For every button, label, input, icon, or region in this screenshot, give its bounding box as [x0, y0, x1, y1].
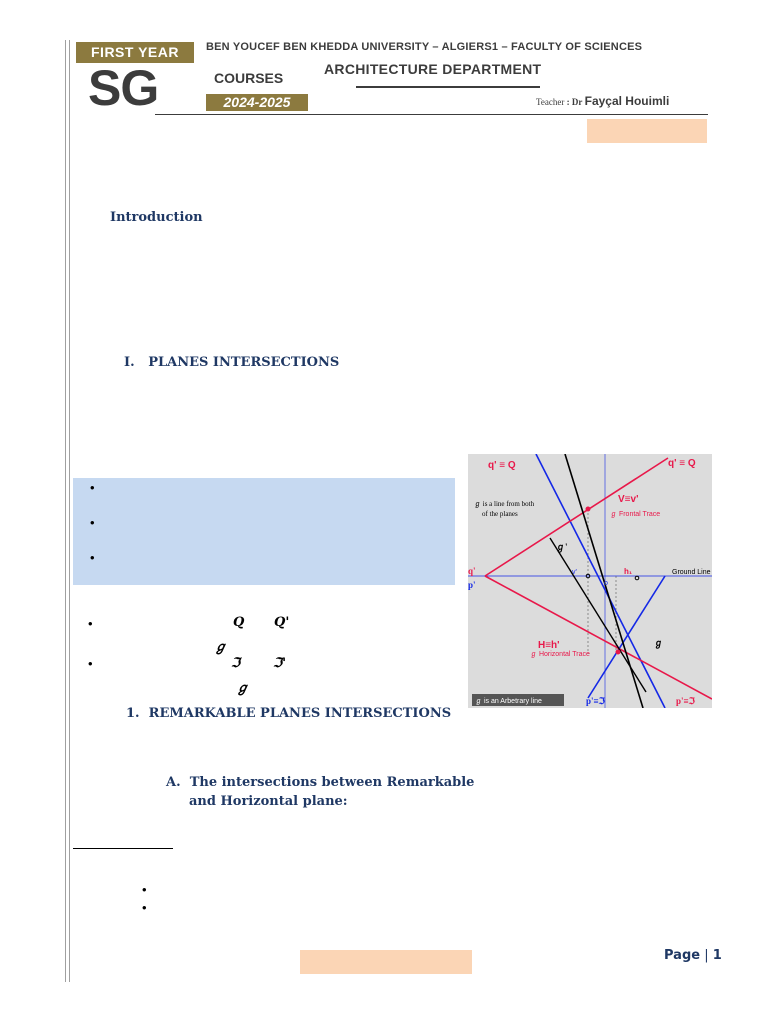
arbitrary-line-caption-bg	[472, 694, 564, 706]
department-underline	[356, 86, 540, 88]
label-q-left: q' ≡ Q	[488, 460, 516, 471]
left-margin-rule	[65, 40, 70, 982]
remark-title: REMARKABLE PLANES INTERSECTIONS	[148, 706, 452, 721]
q-prime-label: q'	[468, 566, 476, 576]
remarkable-planes-heading: 1. REMARKABLE PLANES INTERSECTIONS	[126, 706, 451, 721]
teacher-line: Teacher : Dr Fayçal Houimli	[536, 94, 669, 108]
line-note-2: of the planes	[482, 510, 518, 518]
origin-label: o	[604, 580, 608, 587]
line-g-symbol: ℊ	[236, 681, 250, 696]
frontal-trace-label: ℊ Frontal Trace	[610, 511, 660, 519]
ground-line-label: Ground Line	[672, 569, 711, 576]
blue-plane-trace	[535, 453, 666, 709]
figure-background	[468, 454, 712, 708]
planes-intersection-figure: q' ≡ Q q' ≡ Q ℊ is a line from both of t…	[468, 453, 713, 709]
bullet-marker: •	[88, 656, 93, 671]
red-plane-trace	[484, 457, 669, 577]
g-prime-label: ℊ'	[556, 542, 568, 553]
remark-number: 1.	[126, 706, 140, 721]
bullet-marker: •	[142, 882, 147, 897]
academic-year-badge: 2024-2025	[206, 94, 308, 111]
p-prime-label: p'	[468, 580, 476, 590]
p-bottom-mid-label: p'≡ℑ	[586, 696, 606, 706]
page-number-value: 1	[712, 948, 722, 963]
teacher-separator: :	[564, 97, 572, 107]
bullet-marker: •	[90, 515, 95, 530]
g-label: ℊ	[654, 638, 663, 649]
teacher-name: Fayçal Houimli	[584, 94, 670, 108]
horizontal-trace-label: ℊ Horizontal Trace	[530, 651, 590, 659]
subsection-a-line2: and Horizontal plane:	[189, 794, 348, 809]
first-year-badge: FIRST YEAR	[76, 42, 194, 63]
plane-p-symbol: ℑ	[231, 656, 241, 671]
planes-intersections-heading: I. PLANES INTERSECTIONS	[124, 355, 339, 370]
ground-point	[585, 573, 591, 579]
plane-q-prime-symbol: Q'	[274, 615, 290, 630]
label-q-right: q' ≡ Q	[668, 458, 696, 469]
plane-p-prime-symbol: ℑ'	[273, 656, 287, 671]
department-name: ARCHITECTURE DEPARTMENT	[324, 61, 542, 77]
teacher-title: Dr	[571, 97, 583, 107]
h-small-label: h₁	[624, 567, 633, 576]
bullet-marker: •	[88, 616, 93, 631]
teacher-label: Teacher	[536, 97, 565, 107]
page-number: Page | 1	[664, 948, 722, 963]
bullet-marker: •	[90, 480, 95, 495]
university-name: BEN YOUCEF BEN KHEDDA UNIVERSITY – ALGIE…	[206, 41, 643, 53]
planes-number: I.	[124, 355, 135, 370]
line-g-symbol: ℊ	[214, 640, 228, 655]
page-label: Page	[664, 948, 701, 963]
subsection-a-line1: The intersections between Remarkable	[189, 775, 475, 790]
footer-highlight-box	[300, 950, 472, 974]
header-highlight-box	[587, 119, 707, 143]
introduction-heading: Introduction	[110, 210, 203, 225]
page-separator: |	[700, 948, 713, 963]
red-plane-trace	[484, 575, 713, 700]
bullet-marker: •	[142, 900, 147, 915]
p-bottom-right-label: p'≡ℑ	[676, 696, 696, 706]
sg-logo: SG	[88, 60, 159, 116]
h-label: H≡h'	[538, 640, 560, 651]
planes-title: PLANES INTERSECTIONS	[148, 355, 340, 370]
arbitrary-line-caption: ℊ is an Arbetrary line	[475, 698, 542, 706]
highlight-box	[73, 478, 455, 585]
line-note-1: ℊ is a line from both	[474, 500, 535, 509]
frontal-trace-point	[585, 506, 591, 512]
subsection-a-heading: A. The intersections between Remarkable …	[166, 773, 474, 811]
horizontal-trace-point	[615, 649, 621, 655]
courses-label: COURSES	[214, 70, 284, 86]
header-rule	[155, 114, 708, 115]
plane-q-symbol: Q	[233, 615, 245, 630]
footnote-separator	[73, 848, 173, 849]
line-g-prime	[549, 537, 647, 693]
intersection-diagram: q' ≡ Q q' ≡ Q ℊ is a line from both of t…	[468, 453, 713, 709]
bullet-marker: •	[90, 550, 95, 565]
v-small-label: v'	[572, 569, 577, 576]
subsection-a-number: A.	[166, 775, 181, 790]
v-label: V≡v'	[618, 494, 638, 505]
blue-plane-trace	[587, 575, 666, 699]
ground-point	[634, 575, 640, 581]
